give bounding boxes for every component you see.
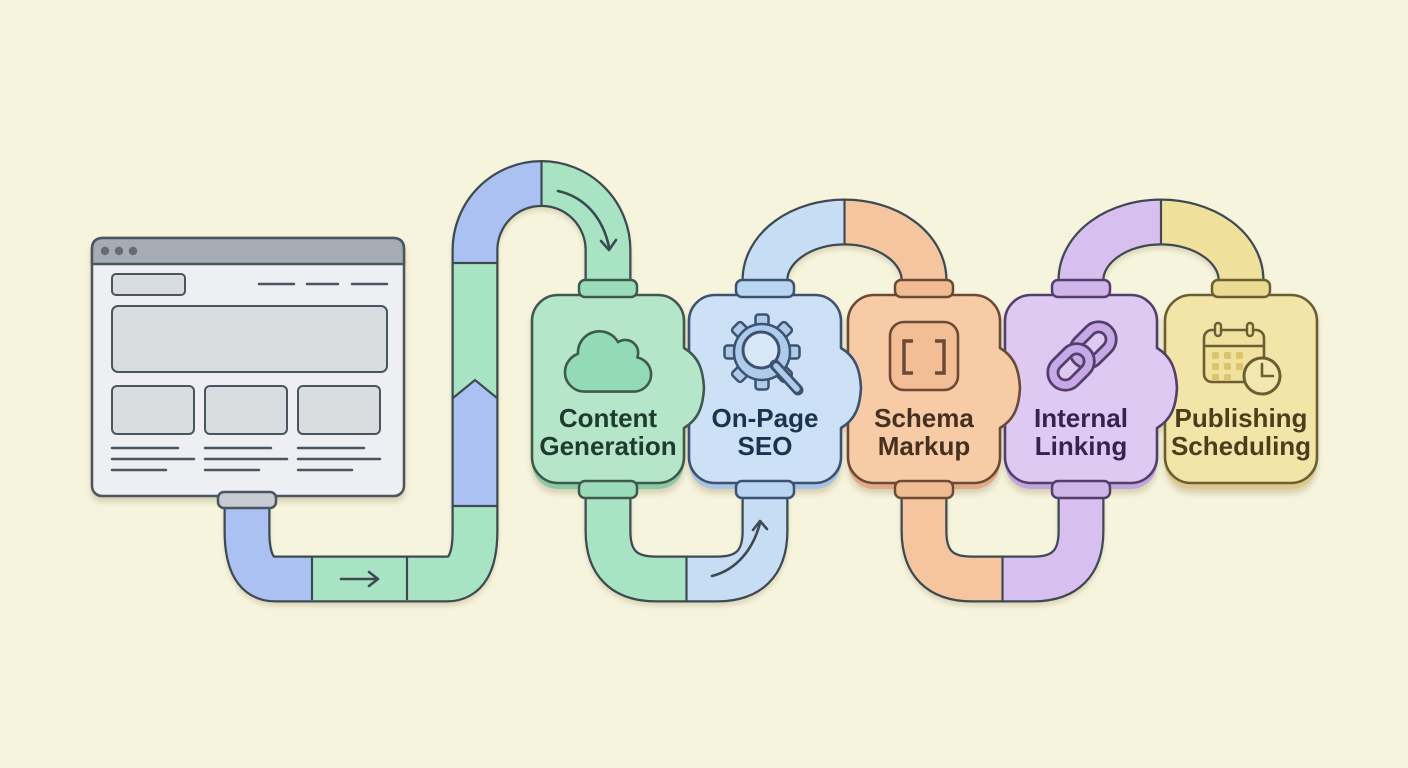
pipe-collar-publishing-scheduling-top <box>1210 278 1272 299</box>
browser-window <box>90 236 406 498</box>
browser-card-block <box>111 385 195 435</box>
connector-internal-linking-to-publishing-scheduling <box>1057 198 1265 297</box>
browser-hero-block <box>111 305 388 373</box>
pipe-collar-schema-markup-bottom <box>893 479 955 500</box>
calendar-ring <box>1213 321 1223 338</box>
chain-link-icon <box>1046 320 1118 392</box>
right-bracket <box>935 339 946 375</box>
pipe-collar-internal-linking-top <box>1050 278 1112 299</box>
stage-label: Schema <box>874 403 974 433</box>
connector-schema-markup-to-internal-linking <box>900 481 1105 603</box>
gear-magnifier-icon <box>723 313 804 396</box>
cloud-icon <box>565 331 651 391</box>
calendar-grid-dots <box>1212 352 1243 381</box>
browser-titlebar <box>90 236 406 266</box>
browser-card-block <box>204 385 288 435</box>
stage-label: Content <box>559 403 658 433</box>
stage-label: On-Page <box>712 403 819 433</box>
stage-labels-layer: Content Generation On-Page SEO Schema Ma… <box>539 403 1311 461</box>
pipe-chevron-seam <box>452 378 498 399</box>
browser-card-block <box>297 385 381 435</box>
stage-label: Linking <box>1035 431 1127 461</box>
left-bracket <box>902 339 913 375</box>
pipe-segment-green <box>312 506 497 601</box>
stage-label: Generation <box>539 431 676 461</box>
pipe-collar-schema-markup-top <box>893 278 955 299</box>
magnifier-lens <box>741 330 781 370</box>
clock-hands <box>1260 362 1275 378</box>
pipe-segment-orange <box>902 481 1003 601</box>
pipe-collar-internal-linking-bottom <box>1050 479 1112 500</box>
flow-arrow-right-icon <box>339 570 380 588</box>
pipe-segment-orange <box>843 200 946 297</box>
flow-arrow-up-icon <box>710 519 769 578</box>
stage-label: Scheduling <box>1171 431 1311 461</box>
calendar-clock-icon <box>1202 321 1282 396</box>
browser-dot <box>128 246 138 256</box>
browser-text-lines <box>110 446 382 472</box>
pipe-segment-yellow <box>1160 200 1263 297</box>
code-brackets-icon <box>888 320 960 392</box>
stage-label: Publishing <box>1175 403 1308 433</box>
flow-arrow-down-icon <box>556 189 618 252</box>
pipe-collar-on-page-seo-top <box>734 278 796 299</box>
pipe-collar-on-page-seo-bottom <box>734 479 796 500</box>
pipe-segment-blue <box>686 481 787 601</box>
pipe-seam-lines <box>310 162 543 600</box>
pipe-segment-periwinkle <box>225 500 312 601</box>
browser-url-bar <box>111 273 186 296</box>
stage-label: SEO <box>738 431 793 461</box>
browser-dot <box>100 246 110 256</box>
pipe-segment-periwinkle <box>453 162 543 263</box>
pipe-collar-browser <box>216 490 278 510</box>
pipe-collar-content-generation-bottom <box>577 479 639 500</box>
browser-dot <box>114 246 124 256</box>
connector-content-generation-to-on-page-seo <box>584 481 789 603</box>
stage-label: Internal <box>1034 403 1128 433</box>
pipes-layer <box>223 159 1265 603</box>
browser-card-blocks <box>111 385 381 435</box>
browser-titlebar-dots <box>100 246 138 256</box>
stage-card-body <box>1003 293 1179 485</box>
calendar-ring <box>1245 321 1255 338</box>
pipe-collar-content-generation-top <box>577 278 639 299</box>
pipe-segment-green <box>586 481 687 601</box>
pipe-collars-layer <box>216 278 1272 510</box>
pipe-segment-blue <box>743 200 846 297</box>
stage-card-internal-linking <box>1003 293 1179 489</box>
connector-on-page-seo-to-schema-markup <box>741 198 948 297</box>
pipe-segment-purple <box>1059 200 1162 297</box>
pipe-segment-purple <box>1002 481 1103 601</box>
stage-label: Markup <box>878 431 970 461</box>
stage-card-body <box>687 293 863 485</box>
